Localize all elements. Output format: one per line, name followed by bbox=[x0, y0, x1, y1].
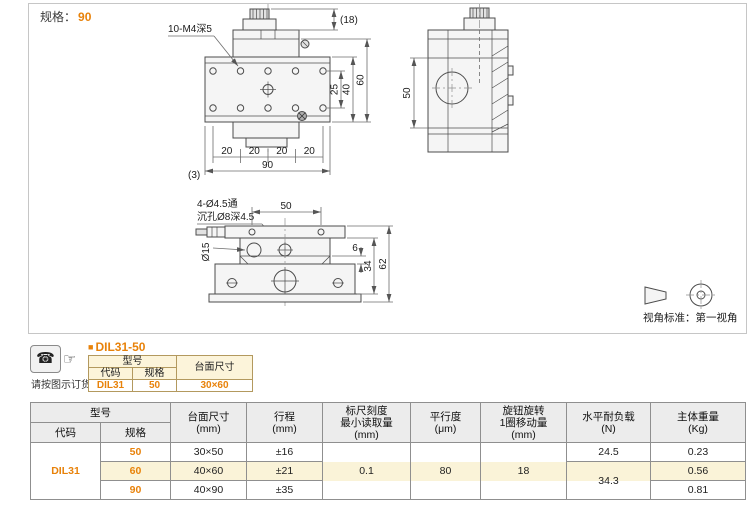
phone-icon: ☎ bbox=[30, 345, 61, 373]
screw-holes bbox=[209, 67, 327, 112]
cell-load: 24.5 bbox=[566, 442, 651, 462]
dim-label-20c: 20 bbox=[276, 146, 288, 157]
mini-table: 型号 台面尺寸 代码 规格 DIL31 50 30×60 bbox=[88, 355, 253, 392]
cone-symbol bbox=[644, 286, 667, 305]
dim-label-d15: Ø15 bbox=[201, 242, 212, 261]
header-code: 代码 bbox=[30, 422, 101, 443]
header-knob-move: 旋钮旋转 1圈移动量 (mm) bbox=[480, 402, 567, 443]
header-spec: 规格 bbox=[100, 422, 171, 443]
header-travel: 行程 (mm) bbox=[246, 402, 323, 443]
upper-housing bbox=[232, 29, 300, 58]
spec-header-row-2: 代码 规格 bbox=[30, 422, 746, 443]
header-weight: 主体重量 (Kg) bbox=[650, 402, 746, 443]
mini-title-text: DIL31-50 bbox=[95, 340, 146, 354]
dim-label-3: (3) bbox=[188, 170, 200, 181]
front-knob bbox=[206, 226, 226, 238]
mini-header-size: 台面尺寸 bbox=[176, 355, 253, 380]
mini-cell-spec: 50 bbox=[132, 379, 177, 392]
cell-spec: 90 bbox=[100, 480, 171, 500]
cell-size: 40×60 bbox=[170, 461, 247, 481]
phone-glyph: ☎ bbox=[36, 350, 55, 367]
dim-label-25: 25 bbox=[330, 84, 341, 96]
dim-label-60: 60 bbox=[356, 74, 367, 86]
dim-label-18: (18) bbox=[340, 15, 358, 26]
spec-row-90: 90 40×90 ±35 0.81 bbox=[31, 480, 746, 500]
technical-drawing: 10-M4深5 (18) 25 40 60 20 2 bbox=[168, 4, 738, 324]
dim-label-40: 40 bbox=[342, 84, 353, 96]
cell-load: 34.3 bbox=[566, 461, 651, 500]
hole-callout-line2: 沉孔Ø8深4.5 bbox=[197, 210, 255, 223]
hole-d15 bbox=[246, 242, 262, 258]
base-plate bbox=[208, 293, 362, 303]
cell-knob-move: 18 bbox=[480, 442, 567, 500]
header-size: 台面尺寸 (mm) bbox=[170, 402, 247, 443]
mini-table-title: ■DIL31-50 bbox=[88, 340, 145, 354]
bullet-icon: ■ bbox=[88, 342, 94, 352]
mini-cell-size: 30×60 bbox=[176, 379, 253, 392]
mini-cell-code: DIL31 bbox=[88, 379, 133, 392]
front-view: 4-Ø4.5通 沉孔Ø8深4.5 50 Ø15 bbox=[195, 198, 393, 308]
header-scale: 标尺刻度 最小读取量 (mm) bbox=[322, 402, 411, 443]
side-view: 50 bbox=[402, 4, 514, 153]
cell-spec: 60 bbox=[100, 461, 171, 481]
dim-label-90: 90 bbox=[262, 160, 274, 171]
dim-label-20a: 20 bbox=[221, 146, 233, 157]
cell-travel: ±16 bbox=[246, 442, 323, 462]
dim-label-34: 34 bbox=[363, 260, 374, 272]
cell-travel: ±35 bbox=[246, 480, 323, 500]
cell-spec: 50 bbox=[100, 442, 171, 462]
header-parallelism: 平行度 (μm) bbox=[410, 402, 481, 443]
hatch-lines bbox=[491, 45, 509, 133]
dim-label-62: 62 bbox=[378, 258, 389, 270]
projection-label: 视角标准：第一视角 bbox=[643, 311, 738, 324]
spec-header-row-1: 型号 台面尺寸 (mm) 行程 (mm) 标尺刻度 最小读取量 (mm) 平行度… bbox=[30, 402, 746, 443]
mini-table-row: DIL31 50 30×60 bbox=[88, 379, 253, 392]
cell-weight: 0.23 bbox=[650, 442, 746, 462]
dim-label-20b: 20 bbox=[249, 146, 261, 157]
dim-label-50-side: 50 bbox=[402, 87, 413, 99]
cell-parallelism: 80 bbox=[410, 442, 481, 500]
cell-travel: ±21 bbox=[246, 461, 323, 481]
cell-weight: 0.56 bbox=[650, 461, 746, 481]
mini-header-code: 代码 bbox=[88, 367, 133, 380]
hole-callout-label: 10-M4深5 bbox=[168, 23, 212, 35]
cell-size: 40×90 bbox=[170, 480, 247, 500]
cell-weight: 0.81 bbox=[650, 480, 746, 500]
cell-code: DIL31 bbox=[30, 442, 101, 500]
dim-label-20d: 20 bbox=[304, 146, 316, 157]
mini-header-model: 型号 bbox=[88, 355, 177, 368]
cell-scale: 0.1 bbox=[322, 442, 411, 500]
header-load: 水平耐负载 (N) bbox=[566, 402, 651, 443]
order-note: 请按图示订货 bbox=[31, 380, 91, 391]
knurl-lines bbox=[472, 8, 488, 18]
dim-label-6: 6 bbox=[352, 243, 358, 254]
hand-pointer-icon: ☞ bbox=[63, 351, 77, 368]
top-view bbox=[204, 4, 331, 152]
header-model: 型号 bbox=[30, 402, 171, 423]
spec-row-50: DIL31 50 30×50 ±16 0.1 80 18 24.5 0.23 bbox=[30, 442, 746, 500]
spec-note: 规格：90 bbox=[40, 8, 91, 25]
top-view-dimensions: 10-M4深5 (18) 25 40 60 20 2 bbox=[168, 8, 371, 181]
spec-value: 90 bbox=[78, 10, 92, 24]
projection-symbols bbox=[644, 280, 716, 310]
spec-table: 型号 台面尺寸 (mm) 行程 (mm) 标尺刻度 最小读取量 (mm) 平行度… bbox=[30, 402, 746, 500]
dim-label-50-front: 50 bbox=[280, 201, 292, 212]
cell-size: 30×50 bbox=[170, 442, 247, 462]
knurl-lines bbox=[252, 9, 268, 19]
spec-label: 规格： bbox=[40, 10, 77, 24]
hole-callout-line1: 4-Ø4.5通 bbox=[197, 198, 238, 210]
mini-header-spec: 规格 bbox=[132, 367, 177, 380]
